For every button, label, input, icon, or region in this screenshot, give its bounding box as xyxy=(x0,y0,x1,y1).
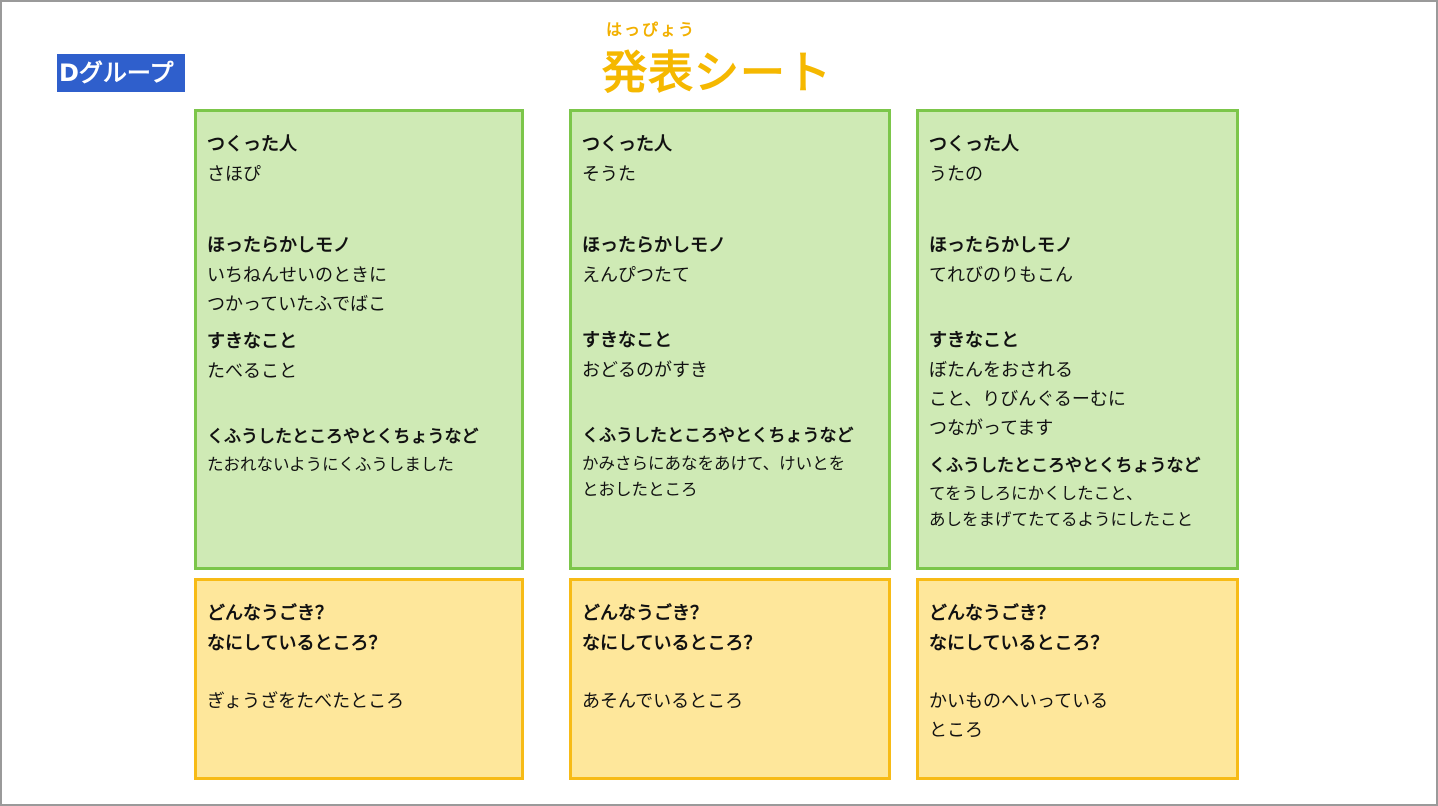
features-label: くふうしたところやとくちょうなど xyxy=(207,427,479,447)
thing-value-line: つかっていたふでばこ xyxy=(207,294,387,315)
likes-label: すきなこと xyxy=(207,331,297,352)
group-badge: Dグループ xyxy=(57,54,185,92)
likes-label: すきなこと xyxy=(582,330,672,351)
page-title: 発表シート xyxy=(602,46,833,99)
motion-card-1: どんなうごき？ なにしているところ？ ぎょうざをたべたところ xyxy=(194,578,524,780)
likes-value-line: つながってます xyxy=(929,418,1054,439)
motion-question-1: どんなうごき？ xyxy=(582,603,708,624)
motion-card-3: どんなうごき？ なにしているところ？ かいものへいっている ところ xyxy=(916,578,1239,780)
maker-value: うたの xyxy=(929,164,983,185)
thing-label: ほったらかしモノ xyxy=(207,235,351,256)
motion-value-line: あそんでいるところ xyxy=(582,691,744,712)
profile-card-1: つくった人 さほぴ ほったらかしモノ いちねんせいのときに つかっていたふでばこ… xyxy=(194,109,524,570)
motion-question-2: なにしているところ？ xyxy=(929,633,1109,654)
thing-value-line: いちねんせいのときに xyxy=(207,265,387,286)
motion-value-line: ぎょうざをたべたところ xyxy=(207,691,405,712)
motion-question-1: どんなうごき？ xyxy=(929,603,1055,624)
likes-value-line: たべること xyxy=(207,361,297,382)
maker-label: つくった人 xyxy=(582,134,672,155)
maker-label: つくった人 xyxy=(929,134,1019,155)
likes-label: すきなこと xyxy=(929,330,1019,351)
motion-value-line: かいものへいっている xyxy=(929,691,1109,712)
features-label: くふうしたところやとくちょうなど xyxy=(582,426,854,446)
features-value-line: とおしたところ xyxy=(582,480,698,499)
motion-question-1: どんなうごき？ xyxy=(207,603,333,624)
motion-card-2: どんなうごき？ なにしているところ？ あそんでいるところ xyxy=(569,578,891,780)
profile-card-2: つくった人 そうた ほったらかしモノ えんぴつたて すきなこと おどるのがすき … xyxy=(569,109,891,570)
thing-value-line: えんぴつたて xyxy=(582,265,690,286)
profile-card-3: つくった人 うたの ほったらかしモノ てれびのりもこん すきなこと ぼたんをおさ… xyxy=(916,109,1239,570)
motion-question-2: なにしているところ？ xyxy=(207,633,387,654)
thing-label: ほったらかしモノ xyxy=(582,235,726,256)
features-label: くふうしたところやとくちょうなど xyxy=(929,456,1201,476)
maker-value: さほぴ xyxy=(207,164,261,185)
likes-value-line: ぼたんをおされる xyxy=(929,360,1073,381)
features-value-line: かみさらにあなをあけて、けいとを xyxy=(582,454,846,473)
maker-value: そうた xyxy=(582,164,636,185)
features-value-line: あしをまげてたてるようにしたこと xyxy=(929,510,1193,529)
title-ruby: はっぴょう xyxy=(606,20,697,39)
motion-value-line: ところ xyxy=(929,720,983,741)
thing-value-line: てれびのりもこん xyxy=(929,265,1073,286)
features-value-line: たおれないようにくふうしました xyxy=(207,455,454,474)
motion-question-2: なにしているところ？ xyxy=(582,633,762,654)
maker-label: つくった人 xyxy=(207,134,297,155)
likes-value-line: こと、りびんぐるーむに xyxy=(929,389,1126,410)
features-value-line: てをうしろにかくしたこと、 xyxy=(929,484,1143,503)
thing-label: ほったらかしモノ xyxy=(929,235,1073,256)
likes-value-line: おどるのがすき xyxy=(582,360,708,381)
